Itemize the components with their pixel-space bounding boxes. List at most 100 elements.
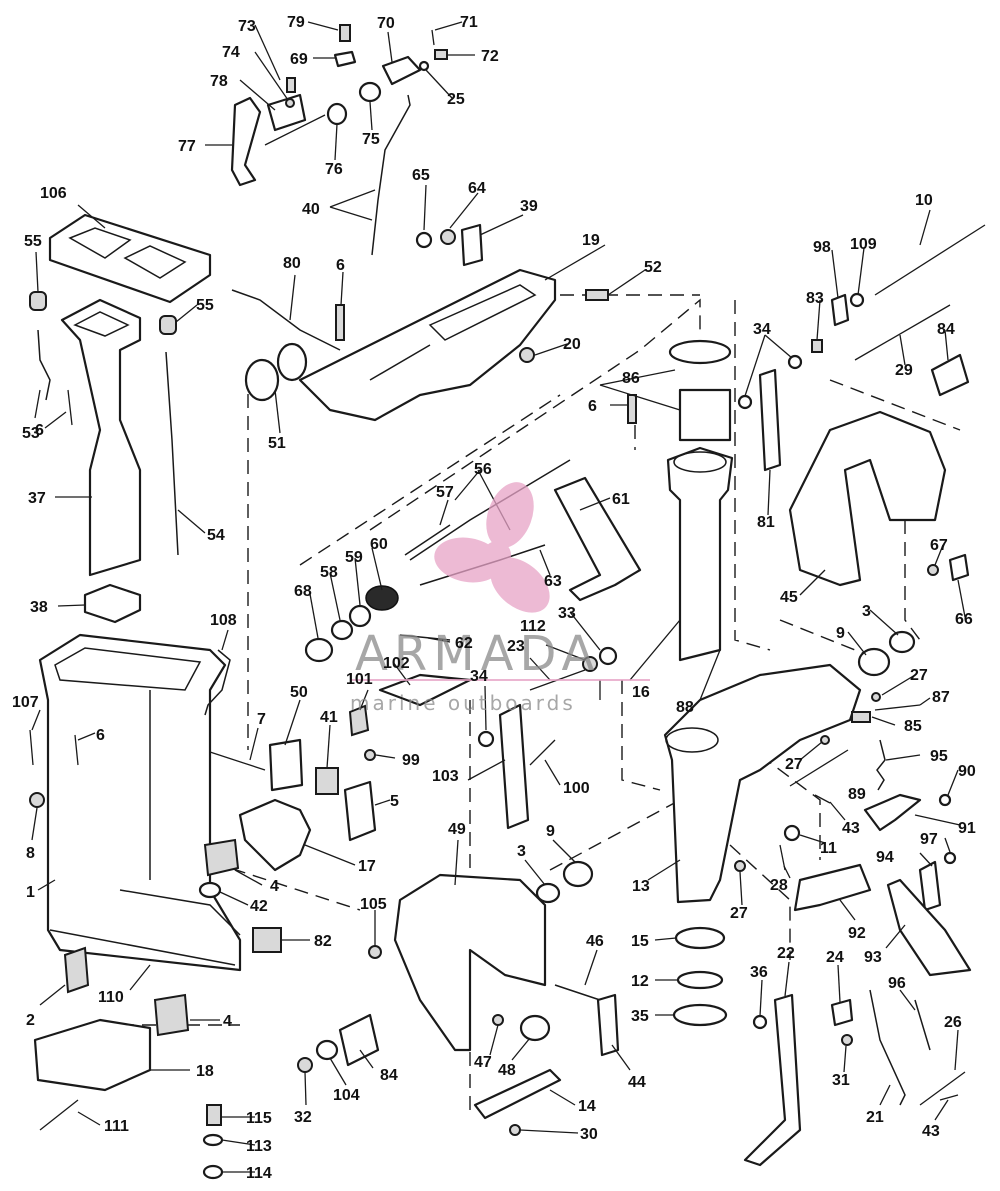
bolt-111 xyxy=(39,1099,79,1131)
callout-81: 81 xyxy=(757,514,775,531)
cap-76 xyxy=(326,102,348,126)
callout-105: 105 xyxy=(360,896,387,913)
callout-15: 15 xyxy=(631,933,649,950)
ring-15 xyxy=(674,926,726,950)
callout-47: 47 xyxy=(474,1054,492,1071)
watermark-brand: ARMADA xyxy=(355,626,600,682)
callout-17: 17 xyxy=(358,858,376,875)
callout-97: 97 xyxy=(920,831,938,848)
callout-76: 76 xyxy=(325,161,343,178)
spring-96 xyxy=(914,999,931,1051)
clip-66 xyxy=(948,553,970,582)
callout-57: 57 xyxy=(436,484,454,501)
callout-112: 112 xyxy=(520,618,546,635)
bolt-6-b xyxy=(67,389,73,426)
callout-84-lower: 84 xyxy=(380,1067,398,1084)
callout-89: 89 xyxy=(848,786,866,803)
callout-91: 91 xyxy=(958,820,976,837)
nut-105 xyxy=(368,945,382,959)
callout-70: 70 xyxy=(377,15,395,32)
callout-68: 68 xyxy=(294,583,312,600)
callout-108: 108 xyxy=(210,612,237,629)
callout-78: 78 xyxy=(210,73,228,90)
callout-12: 12 xyxy=(631,973,649,990)
callout-3-mid: 3 xyxy=(517,843,526,860)
screw-47 xyxy=(492,1014,504,1026)
bracket-98 xyxy=(830,293,850,327)
bushing-9-a xyxy=(562,860,594,888)
nut-114 xyxy=(202,1164,224,1180)
callout-114: 114 xyxy=(246,1165,272,1182)
callout-101: 101 xyxy=(346,671,373,688)
lever-22 xyxy=(743,993,802,1167)
nut-97 xyxy=(943,851,957,865)
callout-48: 48 xyxy=(498,1062,516,1079)
callout-6-housing: 6 xyxy=(96,727,105,744)
plate-14 xyxy=(473,1068,562,1120)
callout-44: 44 xyxy=(628,1074,646,1091)
callout-3-right: 3 xyxy=(862,603,871,620)
callout-109: 109 xyxy=(850,236,877,253)
lever-44 xyxy=(596,993,620,1057)
handle-61 xyxy=(553,476,642,602)
callout-53: 53 xyxy=(22,425,40,442)
callout-61: 61 xyxy=(612,491,630,508)
callout-115: 115 xyxy=(246,1110,272,1127)
bolt-107 xyxy=(29,729,34,766)
callout-90: 90 xyxy=(958,763,976,780)
block-41 xyxy=(315,767,339,795)
callout-110: 110 xyxy=(98,989,124,1006)
callout-45: 45 xyxy=(780,589,798,606)
nut-42 xyxy=(198,881,222,899)
spring-108 xyxy=(204,649,231,716)
block-4-upper xyxy=(203,838,240,877)
callout-6-left: 6 xyxy=(35,422,44,439)
callout-80: 80 xyxy=(283,255,301,272)
decal-2 xyxy=(63,946,90,994)
nut-68 xyxy=(304,637,334,663)
callout-49: 49 xyxy=(448,821,466,838)
callout-72: 72 xyxy=(481,48,499,65)
exhaust-tube-37 xyxy=(60,298,142,577)
callout-58: 58 xyxy=(320,564,338,581)
callout-66: 66 xyxy=(955,611,973,628)
callout-104: 104 xyxy=(333,1087,360,1104)
screw-27-c xyxy=(871,692,881,702)
callout-63: 63 xyxy=(544,573,562,590)
nut-90 xyxy=(938,793,952,807)
plate-50 xyxy=(268,738,304,792)
propeller-hub xyxy=(483,541,511,569)
seal-86-upper xyxy=(668,339,732,365)
callout-6-top: 6 xyxy=(336,257,345,274)
callout-107: 107 xyxy=(12,694,39,711)
screw-83 xyxy=(811,339,823,353)
washer-113 xyxy=(202,1133,224,1147)
callout-69: 69 xyxy=(290,51,308,68)
callout-28: 28 xyxy=(770,877,788,894)
bracket-92 xyxy=(793,863,872,912)
bushing-84-b xyxy=(338,1013,380,1067)
callout-18: 18 xyxy=(196,1063,214,1080)
callout-83: 83 xyxy=(806,290,824,307)
bracket-24 xyxy=(830,998,854,1027)
callout-67: 67 xyxy=(930,537,948,554)
washer-59 xyxy=(348,604,372,628)
screw-72 xyxy=(434,49,448,60)
seal-38 xyxy=(83,583,142,624)
bushing-86 xyxy=(678,388,732,442)
callout-77: 77 xyxy=(178,138,196,155)
callout-94: 94 xyxy=(876,849,894,866)
callout-65: 65 xyxy=(412,167,430,184)
callout-8: 8 xyxy=(26,845,35,862)
screw-31 xyxy=(841,1034,853,1046)
spring-95 xyxy=(876,739,886,791)
block-70 xyxy=(381,55,422,86)
callout-99: 99 xyxy=(402,752,420,769)
screw-99 xyxy=(364,749,376,761)
wire-57 xyxy=(404,524,451,556)
bolt-7 xyxy=(209,751,266,771)
callout-2: 2 xyxy=(26,1012,35,1029)
nut-33 xyxy=(598,646,618,666)
cable-40 xyxy=(371,94,411,256)
